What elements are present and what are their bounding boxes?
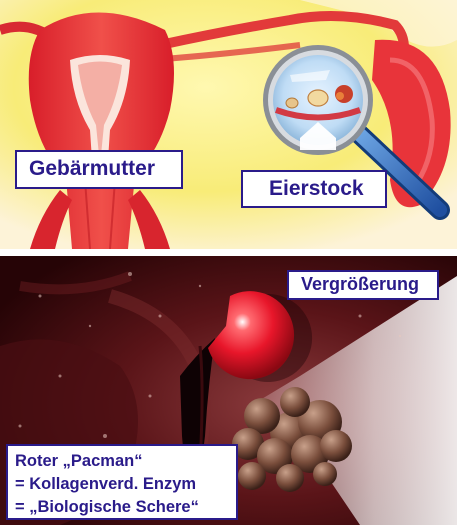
- caption-line-2: = Kollagenverd. Enzym: [15, 473, 236, 496]
- caption-box: Roter „Pacman“ = Kollagenverd. Enzym = „…: [6, 444, 238, 520]
- uterus-ovary-illustration: [0, 0, 457, 249]
- label-magnification: Vergrößerung: [287, 270, 439, 300]
- label-ovary: Eierstock: [241, 170, 387, 208]
- label-uterus: Gebärmutter: [15, 150, 183, 189]
- caption-line-1: Roter „Pacman“: [15, 450, 236, 473]
- panel-divider: [0, 249, 457, 256]
- caption-line-3: = „Biologische Schere“: [15, 496, 236, 519]
- anatomy-illustration-panel: Gebärmutter Eierstock: [0, 0, 457, 249]
